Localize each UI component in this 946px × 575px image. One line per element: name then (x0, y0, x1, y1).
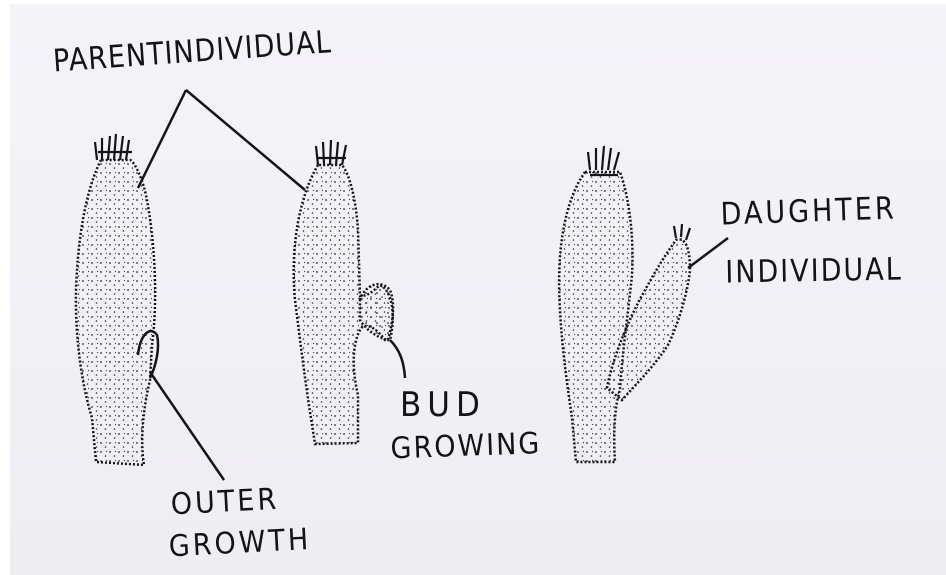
leader-outer-growth (150, 372, 224, 480)
figure-bud-growing (294, 140, 393, 444)
leader-bud-growing (390, 340, 405, 378)
figure-daughter-individual (559, 146, 690, 462)
tentacles-3 (588, 146, 619, 175)
label-bud-growing-line1: BUD (400, 385, 486, 425)
figure-outer-growth (76, 134, 158, 465)
leader-daughter (688, 238, 728, 268)
label-daughter-individual-line1: DAUGHTER (720, 191, 897, 233)
parent-body-3 (559, 172, 632, 462)
leader-parent-to-fig2 (186, 90, 305, 190)
parent-body-1 (76, 160, 155, 465)
bud-small (360, 284, 393, 340)
daughter-tentacles (674, 224, 690, 240)
label-bud-growing-line2: GROWING (390, 427, 542, 466)
label-daughter-individual-line2: INDIVIDUAL (725, 252, 903, 291)
tentacles-2 (316, 140, 346, 165)
leader-parent-to-fig1 (138, 90, 186, 188)
label-outer-growth-line1: OUTER (170, 482, 280, 522)
tentacles-1 (95, 134, 132, 160)
